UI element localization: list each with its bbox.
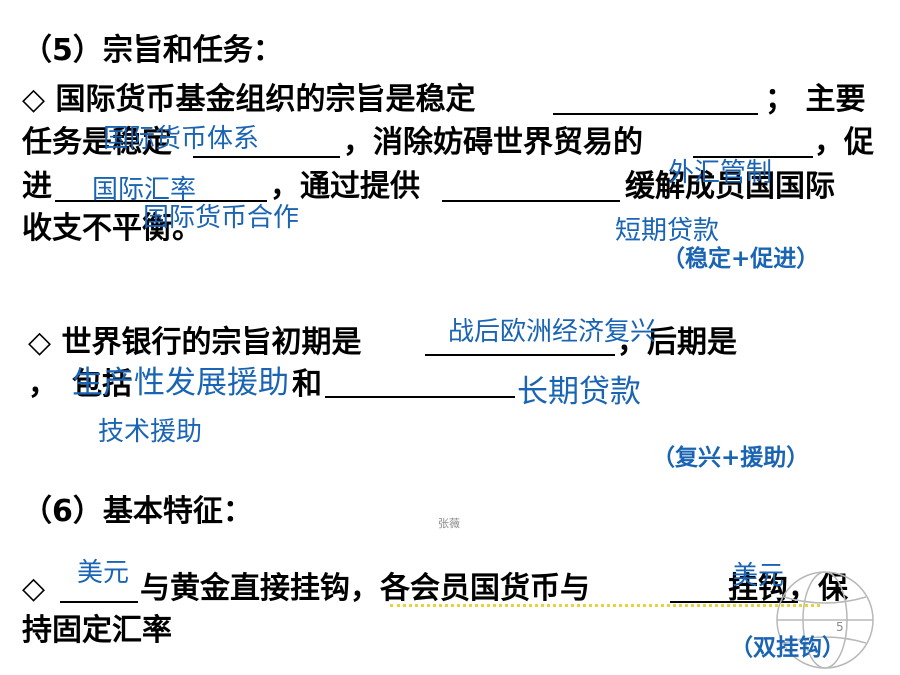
wb-line1-end: ，后期是	[617, 325, 737, 360]
answer-recovery: 战后欧洲经济复兴	[448, 317, 657, 347]
blank-line	[670, 601, 798, 603]
wb-line2-comma: ，	[28, 367, 58, 402]
wb-line1-start: ◇ 世界银行的宗旨初期是	[28, 325, 362, 360]
answer-fx-control: 外汇管制	[668, 158, 773, 188]
answer-usd-a: 美元	[77, 558, 130, 588]
blank-line	[55, 200, 267, 202]
answer-productive: 生产性发展援助	[72, 365, 289, 401]
wb-hint: （复兴+援助）	[652, 445, 810, 471]
wb-line2-include: 包括	[72, 367, 132, 402]
imf-line2-end: ，促	[814, 125, 874, 160]
s6-line2: 持固定汇率	[22, 613, 172, 648]
answer-tech-aid: 技术援助	[98, 417, 203, 447]
imf-line3-start: 进	[22, 169, 52, 204]
answer-monetary-system: 国际货币体系	[103, 124, 260, 154]
blank-line	[425, 354, 615, 356]
imf-line4: 收支不平衡。	[22, 211, 202, 246]
blank-line	[60, 601, 138, 603]
answer-cooperation: 国际货币合作	[143, 203, 300, 233]
imf-line1-end: ； 主要	[765, 82, 866, 117]
answer-long-loan: 长期贷款	[517, 374, 641, 410]
imf-line2-start: 任务是稳定	[22, 125, 172, 160]
blank-line	[442, 200, 620, 202]
dotted-underline	[390, 604, 820, 607]
blank-line	[325, 396, 515, 398]
answer-exchange-rate: 国际汇率	[92, 175, 197, 205]
author-label: 张薇	[438, 517, 460, 530]
imf-line3-end: 缓解成员国国际	[625, 169, 835, 204]
blank-line	[193, 156, 340, 158]
wb-line2-and: 和	[292, 367, 322, 402]
imf-line3-mid: ，通过提供	[270, 169, 420, 204]
globe-icon	[776, 571, 874, 669]
section5-heading: （5）宗旨和任务：	[22, 33, 283, 68]
imf-line1-start: ◇ 国际货币基金组织的宗旨是稳定	[22, 82, 476, 117]
blank-line	[693, 156, 813, 158]
answer-short-loan: 短期贷款	[615, 216, 720, 246]
answer-usd-b: 美元	[732, 561, 785, 591]
s6-line1-mid: 与黄金直接挂钩，各会员国货币与	[140, 571, 590, 606]
imf-hint: （稳定+促进）	[662, 246, 820, 272]
s6-line1-diamond: ◇	[22, 571, 46, 606]
imf-line2-mid: ，消除妨碍世界贸易的	[343, 125, 643, 160]
s6-hint: （双挂钩）	[730, 635, 845, 661]
page-number: 5	[836, 620, 844, 634]
section6-heading: （6）基本特征：	[22, 494, 253, 529]
blank-line	[553, 113, 758, 115]
